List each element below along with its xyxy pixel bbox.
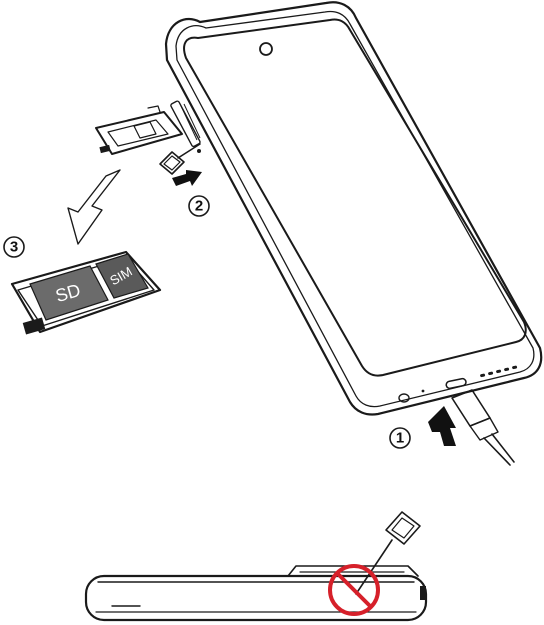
side-button	[420, 586, 426, 600]
phone-front	[164, 1, 543, 416]
step-3-badge: 3	[3, 236, 25, 258]
audio-jack	[398, 393, 410, 403]
step-2-badge: 2	[188, 195, 210, 217]
sim-eject-pin-icon	[159, 143, 201, 175]
phone-body	[164, 1, 543, 416]
insert-arrow-step-1	[428, 406, 456, 446]
sim-tray-small	[95, 105, 183, 155]
insert-arrow-step-2	[172, 170, 202, 186]
sim-card: SIM	[95, 253, 149, 299]
step-2-number: 2	[195, 198, 203, 215]
usb-c-port	[445, 377, 467, 390]
phone-side-view	[84, 565, 428, 622]
step-1-badge: 1	[389, 427, 411, 449]
front-camera-icon	[259, 42, 273, 56]
usb-cable	[451, 389, 515, 466]
phone-screen	[183, 18, 527, 377]
speaker-grille	[480, 365, 518, 378]
sim-eject-pin-side-icon	[355, 511, 421, 595]
microphone-hole	[421, 389, 425, 393]
prohibited-icon	[328, 564, 380, 616]
phone-frame	[175, 10, 535, 408]
phone-tray-slot	[170, 100, 201, 153]
move-down-arrow-icon	[67, 169, 121, 245]
phone-bottom-ports	[398, 365, 518, 403]
eject-hole	[197, 149, 201, 153]
step-3-number: 3	[10, 239, 18, 256]
sim-tray-large: SD SIM	[10, 250, 162, 335]
step-1-number: 1	[396, 430, 404, 447]
sd-card: SD	[29, 265, 109, 321]
